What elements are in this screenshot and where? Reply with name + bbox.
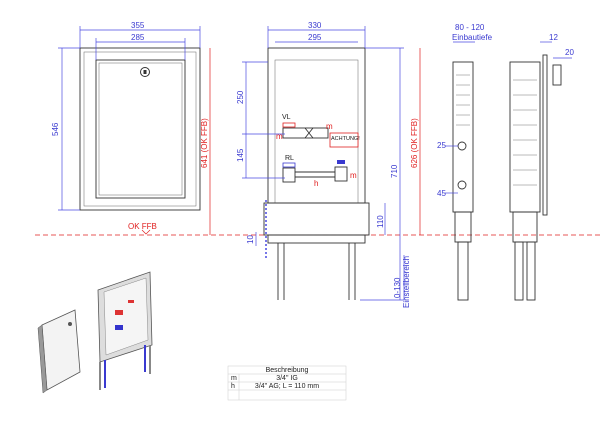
svg-text:250: 250 — [236, 90, 245, 104]
svg-text:110: 110 — [376, 215, 385, 228]
svg-text:710: 710 — [390, 164, 399, 178]
svg-text:Einbautiefe: Einbautiefe — [452, 33, 493, 42]
svg-text:RL: RL — [285, 155, 294, 162]
dim-height-ffb: 641 (OK FFB) — [200, 118, 209, 168]
svg-text:45: 45 — [437, 189, 446, 198]
table-row-value: 3/4" IG — [276, 375, 298, 382]
warning-sign — [329, 132, 359, 148]
table-row-key: h — [231, 383, 235, 390]
svg-text:330: 330 — [308, 21, 322, 30]
svg-text:m: m — [276, 132, 283, 141]
svg-text:25: 25 — [437, 141, 446, 150]
table-row-key: m — [231, 375, 237, 382]
svg-text:145: 145 — [236, 148, 245, 162]
svg-text:m: m — [326, 122, 333, 131]
svg-text:626 (OK FFB): 626 (OK FFB) — [410, 118, 419, 168]
valve-handle-blue-icon — [282, 162, 296, 168]
svg-text:80 - 120: 80 - 120 — [455, 23, 485, 32]
svg-text:0-130: 0-130 — [393, 277, 402, 298]
dim-inner-width: 285 — [131, 33, 145, 42]
description-table: Beschreibung m 3/4" IG h 3/4" AG; L = 11… — [227, 365, 347, 401]
svg-text:10: 10 — [246, 235, 255, 244]
svg-text:h: h — [314, 179, 318, 188]
3d-render — [37, 271, 153, 394]
floor-arrow-icon — [141, 229, 151, 235]
svg-text:20: 20 — [565, 48, 574, 57]
svg-text:m: m — [350, 171, 357, 180]
side-view: 80 - 120 Einbautiefe 12 20 25 45 — [437, 23, 574, 301]
floor-label: OK FFB — [128, 222, 157, 231]
table-row-value: 3/4" AG; L = 110 mm — [255, 383, 319, 390]
front-view: 355 285 546 641 (OK FFB) — [51, 21, 211, 235]
svg-text:Einstellbereich: Einstellbereich — [402, 256, 411, 308]
svg-text:12: 12 — [549, 33, 558, 42]
svg-text:295: 295 — [308, 33, 322, 42]
middle-view: VL m m ACHTUNG! RL h m 330 295 250 145 1… — [236, 21, 421, 308]
svg-text:VL: VL — [282, 114, 291, 121]
dim-outer-width: 355 — [131, 21, 145, 30]
dim-height: 546 — [51, 122, 60, 136]
valve-handle-red-icon — [282, 122, 296, 128]
svg-text:ACHTUNG!: ACHTUNG! — [331, 136, 360, 142]
table-header: Beschreibung — [266, 367, 309, 374]
